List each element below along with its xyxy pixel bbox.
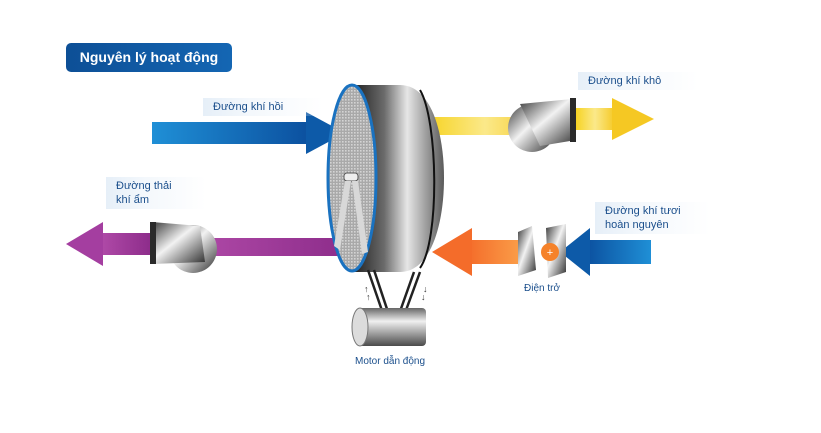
label-humid-air-in-text: Đường khí hồi [213,101,284,113]
regen-air-arrow [432,228,523,276]
label-heater: Điện trở [524,283,561,294]
exhaust-fan [150,222,217,273]
label-humid-air-in: Đường khí hồi [203,98,323,116]
label-wet-exhaust-line1: Đường thải [116,180,172,192]
page-title: Nguyên lý hoạt động [66,43,232,72]
svg-text:↓: ↓ [421,292,426,302]
humid-air-inlet-arrow [152,112,345,154]
fresh-air-inlet-arrow [560,228,651,276]
desiccant-rotor [326,83,444,273]
label-regen-air: Đường khí tươi hoàn nguyên [595,202,710,234]
wet-exhaust-arrow [66,222,360,266]
label-dry-air-out: Đường khí khô [578,72,698,90]
heater-element-icon [541,243,559,261]
label-regen-air-line2: hoàn nguyên [605,219,669,231]
svg-text:↑: ↑ [364,284,369,294]
label-dry-air-out-text: Đường khí khô [588,75,662,87]
drive-motor: ↑ ↑ ↓ ↓ [351,269,428,347]
label-wet-exhaust: Đường thải khí ẩm [106,177,206,209]
label-motor: Motor dẫn động [355,356,426,367]
svg-text:↓: ↓ [423,284,428,294]
svg-text:↑: ↑ [366,292,371,302]
heater: + [518,224,566,278]
svg-text:+: + [547,247,553,259]
label-regen-air-line1: Đường khí tươi [605,205,681,217]
label-wet-exhaust-line2: khí ẩm [116,194,150,206]
dry-air-fan [508,98,576,152]
